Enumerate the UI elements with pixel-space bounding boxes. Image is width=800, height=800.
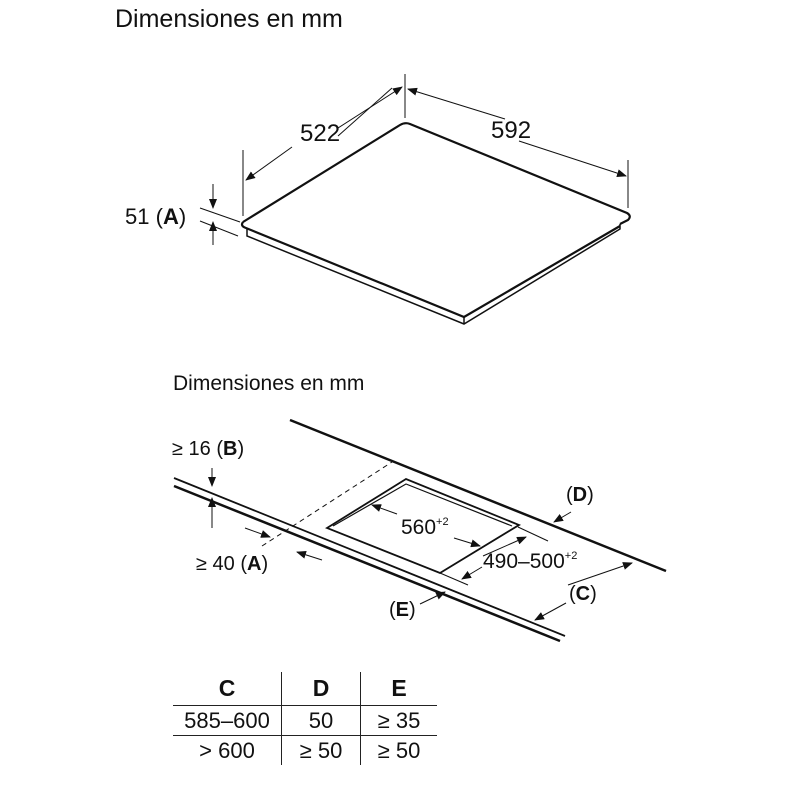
table-header-row: C D E: [173, 672, 437, 706]
label-e: (E): [389, 599, 416, 621]
hob-outline: [240, 122, 631, 325]
hob-height-label: 51 (A): [125, 204, 186, 229]
table-cell: 585–600: [173, 705, 282, 736]
col-header-c: C: [218, 675, 236, 701]
worktop: [173, 418, 667, 643]
front-clearance-label: ≥ 40 (A): [196, 553, 268, 575]
table-cell: ≥ 50: [360, 735, 437, 765]
hob-width-value: 592: [491, 117, 531, 144]
hob-dimension-lines: [199, 74, 629, 245]
col-header-e: E: [360, 672, 437, 706]
label-c: (C): [569, 583, 597, 605]
diagram-2-title: Dimensiones en mm: [173, 372, 365, 395]
hob-depth-value: 522: [300, 120, 340, 147]
col-header-d: D: [281, 672, 361, 706]
cutout-dimension-lines: [208, 468, 633, 621]
clearance-table: C D E 585–600 50 ≥ 35 > 600 ≥ 50 ≥ 50: [173, 672, 437, 765]
table-row: 585–600 50 ≥ 35: [173, 705, 437, 736]
table-cell: ≥ 35: [360, 705, 437, 736]
table-row: > 600 ≥ 50 ≥ 50: [173, 735, 437, 765]
cutout: [325, 477, 521, 575]
label-d: (D): [566, 484, 594, 506]
worktop-thickness-label: ≥ 16 (B): [172, 438, 244, 460]
cutout-depth-label: 490–500+2: [483, 550, 577, 573]
cutout-width-label: 560+2: [401, 516, 449, 539]
diagram-1-title: Dimensiones en mm: [115, 5, 343, 33]
table-cell: 50: [281, 705, 361, 736]
table-cell: > 600: [173, 735, 282, 765]
table-cell: ≥ 50: [281, 735, 361, 765]
